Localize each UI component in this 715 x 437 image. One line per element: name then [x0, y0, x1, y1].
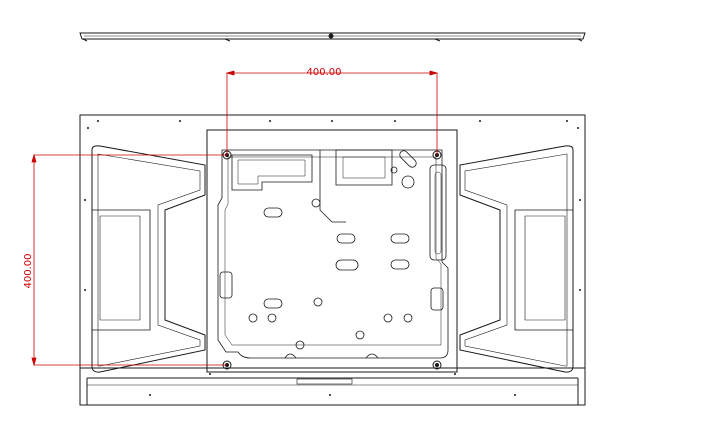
center-mounting-plate [206, 129, 458, 373]
left-x-bracket [91, 145, 206, 373]
vertical-dimension-label: 400.00 [23, 254, 34, 289]
right-x-bracket [459, 145, 574, 373]
rear-panel-frame [79, 114, 586, 406]
vesa-mounting-holes [222, 150, 442, 370]
tv-top-profile-view [79, 32, 586, 42]
perimeter-screw-dots [84, 120, 581, 396]
horizontal-dimension [225, 70, 439, 155]
dimension-annotations [31, 70, 439, 367]
horizontal-dimension-label: 400.00 [307, 67, 342, 78]
vertical-dimension [31, 153, 227, 367]
